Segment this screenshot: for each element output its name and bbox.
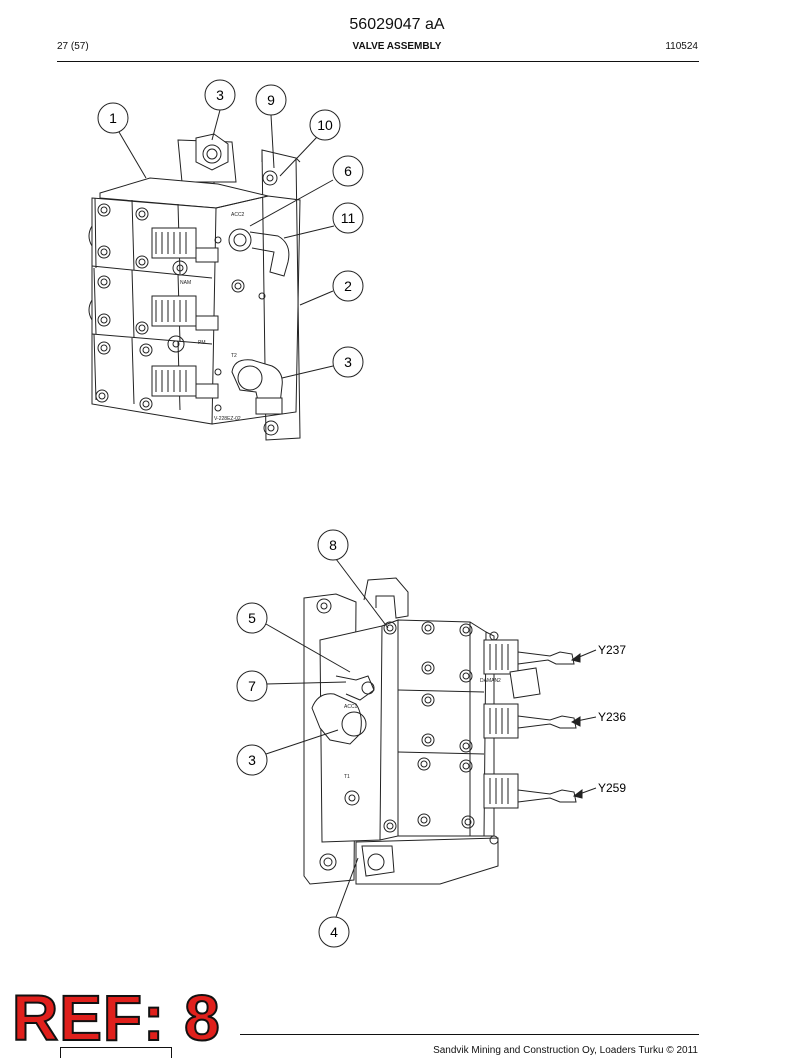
callout-7: 7 [248,678,256,694]
callout-10: 10 [317,117,333,133]
mark-acc1: ACC1 [344,704,358,710]
bottom-valve-view [303,577,577,885]
mark-part-code: V-228EZ-02 [214,416,241,422]
mark-t1: T1 [344,774,350,780]
page-title: VALVE ASSEMBLY [352,41,442,52]
footer-copyright: Sandvik Mining and Construction Oy, Load… [433,1045,698,1056]
callout-6: 6 [344,163,352,179]
callout-5: 5 [248,610,256,626]
ref-stamp: REF: 8 [11,982,221,1054]
mark-nam: NAM [180,280,191,286]
mark-daman2: DAMAN2 [480,678,501,684]
page-number: 27 (57) [57,41,89,52]
tag-y236: Y236 [598,710,626,724]
callout-8: 8 [329,537,337,553]
callout-4: 4 [330,924,338,940]
top-valve-view [88,133,301,441]
header-rule [57,61,699,62]
document-code: 110524 [665,41,698,52]
bottom-callouts [236,529,597,948]
callout-3-bottom: 3 [248,752,256,768]
footer-rule [240,1034,699,1035]
top-callouts [97,79,364,379]
mark-acc2: ACC2 [231,212,245,218]
callout-2: 2 [344,278,352,294]
document-number: 56029047 aA [349,16,445,33]
callout-3-top: 3 [216,87,224,103]
mark-pm: PM [198,340,206,346]
callout-3-right: 3 [344,354,352,370]
tag-y259: Y259 [598,781,626,795]
callout-9: 9 [267,92,275,108]
tag-y237: Y237 [598,643,626,657]
mark-t2: T2 [231,353,237,359]
callout-1: 1 [109,110,117,126]
callout-11: 11 [341,210,356,226]
